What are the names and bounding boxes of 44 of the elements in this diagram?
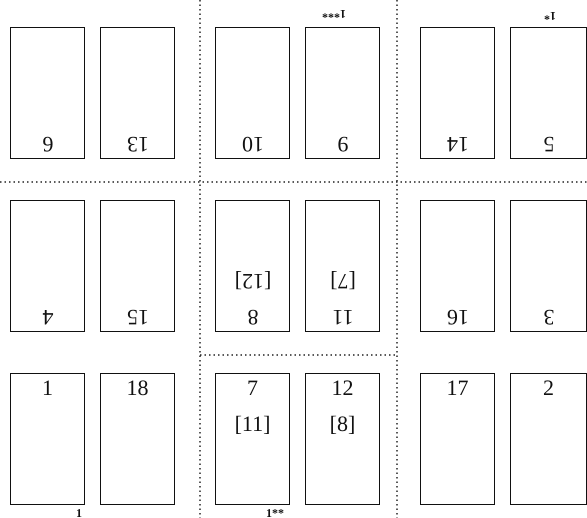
page-number: 14 [446,132,468,156]
page-number: 8 [247,305,258,329]
page-number: 11 [332,305,354,329]
page-box [215,200,290,332]
page-box [420,200,495,332]
page-box [215,27,290,159]
page-number: 12 [332,376,354,400]
page-box [305,27,380,159]
page-box [10,27,85,159]
page-number: 10 [242,132,264,156]
page-box [10,373,85,505]
page-number: 16 [446,305,468,329]
page-number: 17 [446,376,468,400]
page-box [100,27,175,159]
page-number: 3 [543,305,554,329]
page-box [305,373,380,505]
page-number: 5 [543,132,554,156]
page-number: 1 [42,376,53,400]
page-number: 15 [126,305,148,329]
page-number: 2 [543,376,554,400]
page-number: 4 [42,305,53,329]
signature-mark: 1** [266,507,284,518]
signature-mark: 1 [76,507,82,518]
page-note: [12] [234,269,271,293]
page-number: 18 [126,376,148,400]
page-box [215,373,290,505]
page-box [510,27,587,159]
page-number: 6 [42,132,53,156]
page-number: 13 [126,132,148,156]
page-box [10,200,85,332]
page-box [305,200,380,332]
page-note: [11] [234,412,270,436]
page-box [100,200,175,332]
signature-mark: 1*** [322,8,346,20]
page-note: [7] [330,269,356,293]
page-number: 7 [247,376,258,400]
page-number: 9 [337,132,348,156]
signature-mark: 1* [544,10,556,22]
page-box [510,373,587,505]
page-note: [8] [330,412,356,436]
page-box [510,200,587,332]
page-box [420,373,495,505]
page-box [100,373,175,505]
page-box [420,27,495,159]
